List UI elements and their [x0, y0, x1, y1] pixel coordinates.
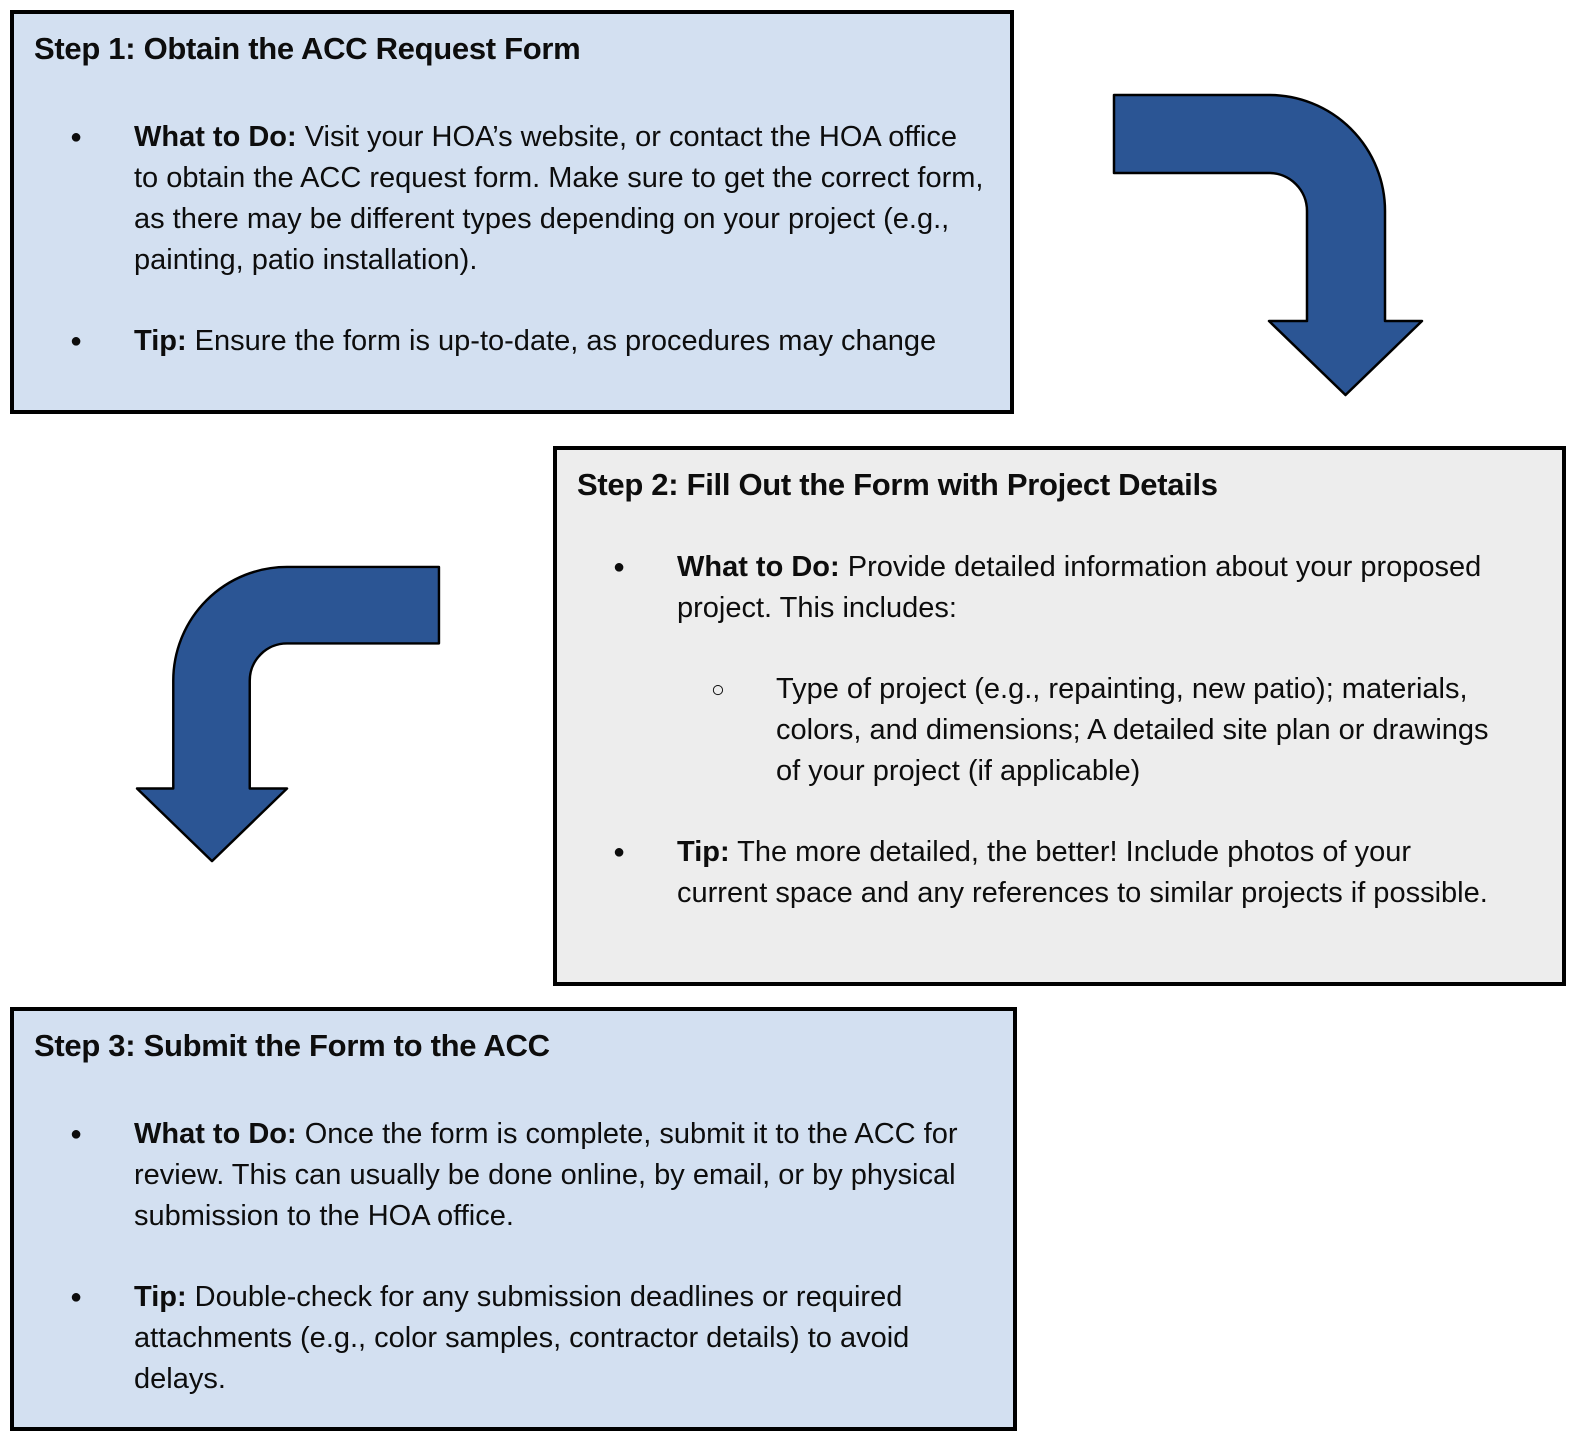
bullet-lead: Tip: [677, 835, 730, 868]
bullet-row: ● What to Do: Once the form is complete,… [14, 1114, 1013, 1237]
bullet-body: Once the form is complete, submit it to … [134, 1117, 958, 1232]
bullet-lead: What to Do: [134, 120, 297, 153]
step2-title: Step 2: Fill Out the Form with Project D… [577, 467, 1218, 502]
bullet-body: Provide detailed information about your … [677, 550, 1482, 624]
bullet-text: Tip: Double-check for any submission dea… [134, 1277, 1013, 1400]
bullet-row: ● What to Do: Provide detailed informati… [557, 547, 1562, 629]
step1-title: Step 1: Obtain the ACC Request Form [34, 31, 581, 66]
bullet-text: Tip: Ensure the form is up-to-date, as p… [134, 321, 1010, 362]
circle-bullet-icon: ○ [711, 675, 725, 702]
bullet-lead: Tip: [134, 324, 187, 357]
arrow-shape [1112, 93, 1424, 397]
sub-bullet-text: Type of project (e.g., repainting, new p… [776, 672, 1489, 787]
bullet-body: Visit your HOA’s website, or contact the… [134, 120, 984, 276]
step3-bullets: ● What to Do: Once the form is complete,… [14, 1114, 1013, 1400]
bullet-text: Tip: The more detailed, the better! Incl… [677, 832, 1562, 914]
curved-arrow-left-down-icon [135, 565, 441, 863]
step3-title: Step 3: Submit the Form to the ACC [34, 1028, 550, 1063]
bullet-body: Ensure the form is up-to-date, as proced… [186, 324, 937, 357]
bullet-row: ● Tip: Ensure the form is up-to-date, as… [14, 321, 1010, 362]
step1-bullets: ● What to Do: Visit your HOA’s website, … [14, 117, 1010, 362]
step3-box: Step 3: Submit the Form to the ACC ● Wha… [10, 1007, 1017, 1431]
bullet-lead: What to Do: [134, 1117, 297, 1150]
step2-bullets: ● What to Do: Provide detailed informati… [557, 547, 1562, 914]
arrow-shape [135, 565, 441, 863]
step1-box: Step 1: Obtain the ACC Request Form ● Wh… [10, 10, 1014, 414]
curved-arrow-right-down-icon [1112, 93, 1424, 397]
bullet-text: What to Do: Visit your HOA’s website, or… [134, 117, 1010, 281]
bullet-body: The more detailed, the better! Include p… [677, 835, 1488, 909]
dot-bullet-icon: ● [70, 1285, 83, 1308]
bullet-body: Double-check for any submission deadline… [134, 1280, 910, 1395]
dot-bullet-icon: ● [70, 329, 83, 352]
dot-bullet-icon: ● [70, 125, 83, 148]
bullet-row: ● What to Do: Visit your HOA’s website, … [14, 117, 1010, 281]
bullet-text: What to Do: Provide detailed information… [677, 547, 1562, 629]
bullet-row: ● Tip: The more detailed, the better! In… [557, 832, 1562, 914]
sub-bullet-row: ○ Type of project (e.g., repainting, new… [661, 669, 1562, 792]
dot-bullet-icon: ● [613, 840, 626, 863]
step2-box: Step 2: Fill Out the Form with Project D… [553, 446, 1566, 986]
bullet-row: ● Tip: Double-check for any submission d… [14, 1277, 1013, 1400]
bullet-lead: What to Do: [677, 550, 840, 583]
bullet-text: What to Do: Once the form is complete, s… [134, 1114, 1013, 1237]
dot-bullet-icon: ● [613, 555, 626, 578]
bullet-lead: Tip: [134, 1280, 187, 1313]
dot-bullet-icon: ● [70, 1122, 83, 1145]
